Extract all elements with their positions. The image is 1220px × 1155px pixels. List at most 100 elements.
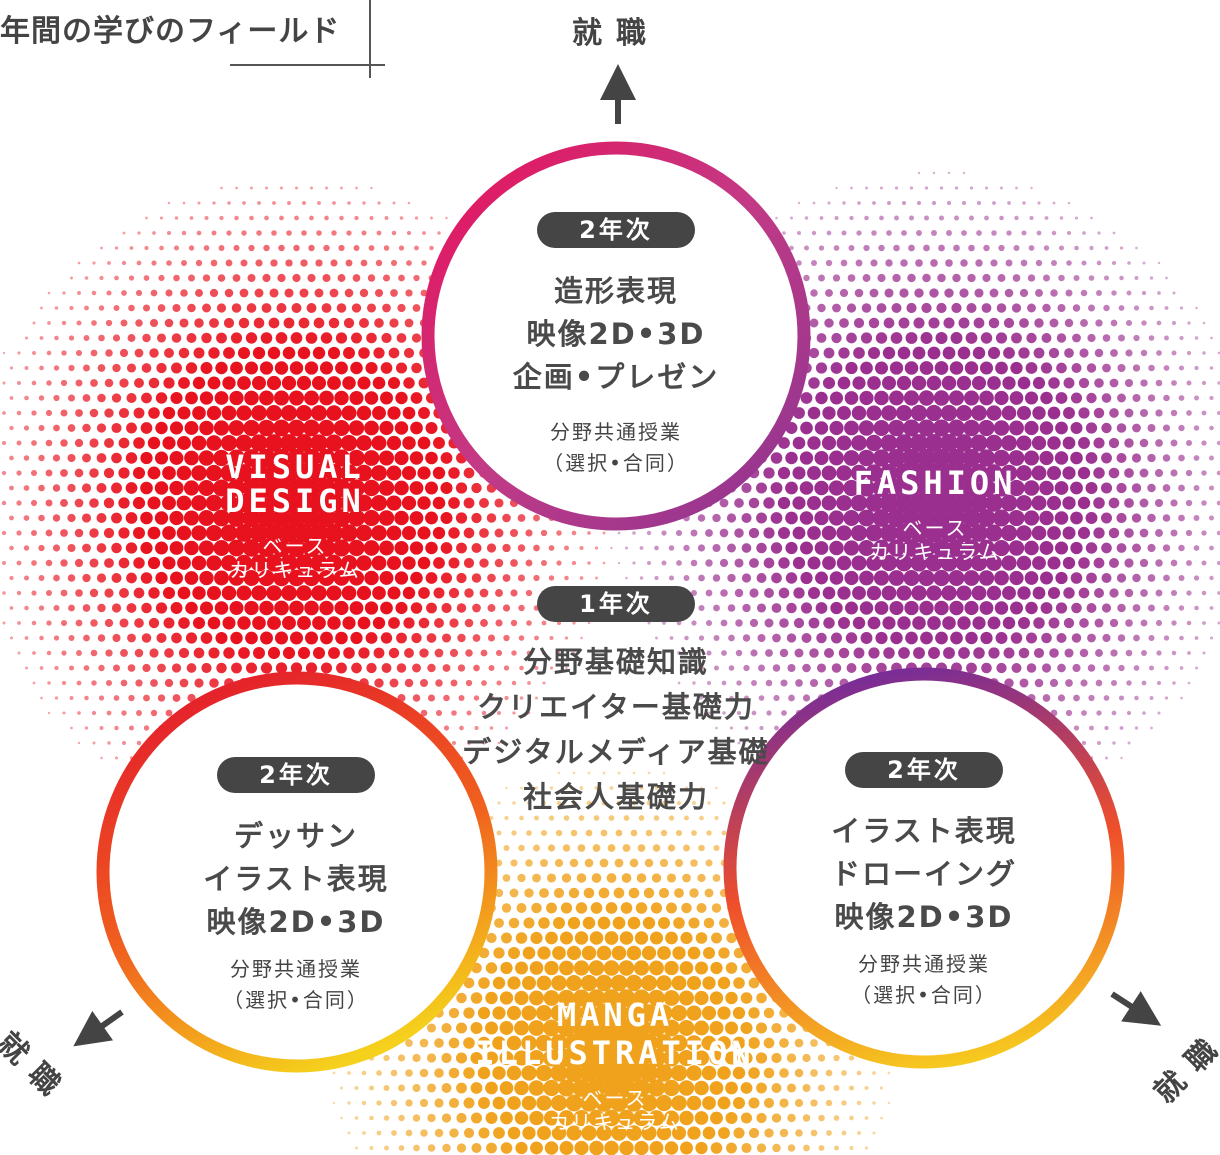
halftone-dot [68,335,75,341]
halftone-dot [440,452,453,464]
halftone-dot [98,305,105,311]
halftone-dot [9,606,14,610]
halftone-dot [136,260,142,266]
halftone-dot [1155,439,1163,447]
halftone-dot [1116,423,1127,433]
halftone-dot [434,648,444,658]
halftone-dot [425,511,438,525]
halftone-dot [1063,617,1075,629]
halftone-dot [441,633,452,643]
halftone-dot [802,694,811,702]
halftone-dot [1094,348,1104,358]
halftone-dot [1065,289,1073,297]
halftone-dot [335,332,348,344]
halftone-dot [573,960,590,976]
halftone-dot [580,974,598,992]
halftone-dot [558,989,575,1007]
halftone-dot [985,434,1003,452]
halftone-dot [89,468,99,478]
halftone-dot [1022,201,1026,205]
halftone-dot [1080,319,1088,327]
halftone-dot [814,480,829,496]
halftone-dot [637,844,646,852]
halftone-dot [943,647,955,659]
halftone-dot [515,961,528,975]
halftone-dot [823,647,835,659]
course-item: デッサン [233,819,358,853]
halftone-dot [311,375,327,391]
halftone-dot [290,332,303,344]
halftone-dot [818,245,825,251]
halftone-dot [1178,424,1185,432]
halftone-dot [639,576,644,580]
halftone-dot [1124,528,1134,538]
halftone-dot [876,662,887,674]
halftone-dot [1037,201,1041,205]
halftone-dot [32,681,36,685]
halftone-dot [426,602,437,614]
halftone-dot [969,493,989,513]
halftone-dot [518,635,525,641]
halftone-dot [250,186,253,190]
halftone-dot [963,419,980,437]
halftone-dot [450,679,458,687]
halftone-dot [395,362,408,374]
halftone-dot [169,451,184,465]
halftone-dot [1179,335,1184,341]
halftone-dot [245,631,258,645]
halftone-dot [1070,572,1083,584]
halftone-dot [372,616,386,630]
halftone-dot [1216,500,1220,506]
halftone-dot [782,231,786,235]
halftone-dot [674,888,684,898]
halftone-dot [721,650,727,656]
halftone-dot [228,570,245,586]
halftone-dot [125,482,138,494]
halftone-dot [508,947,520,959]
halftone-dot [917,478,936,498]
note-line: （選択•合同） [851,983,997,1007]
halftone-dot [557,651,561,655]
halftone-dot [725,962,738,974]
halftone-dot [866,555,882,571]
halftone-dot [928,647,940,659]
halftone-dot [1201,560,1207,566]
halftone-dot [934,600,949,616]
halftone-dot [715,786,718,790]
halftone-dot [409,481,424,495]
halftone-dot [376,230,382,236]
halftone-dot [690,859,698,867]
halftone-dot [970,434,988,452]
halftone-dot [771,603,782,613]
halftone-dot [914,288,924,298]
halftone-dot [355,464,373,482]
halftone-dot [1093,407,1105,419]
halftone-dot [1085,542,1098,554]
halftone-dot [831,663,842,673]
halftone-dot [1032,586,1046,600]
halftone-dot [177,436,191,450]
halftone-dot [433,557,445,569]
halftone-dot [351,332,362,344]
halftone-dot [164,678,174,688]
halftone-dot [1003,317,1015,329]
halftone-dot [1095,319,1103,327]
halftone-dot [526,650,532,656]
halftone-dot [1125,619,1133,627]
halftone-dot [309,463,329,483]
halftone-dot [328,317,340,329]
halftone-dot [1074,216,1079,220]
halftone-dot [712,543,721,553]
halftone-dot [297,646,311,660]
halftone-dot [1094,588,1104,598]
halftone-dot [836,495,852,511]
halftone-dot [1116,512,1127,524]
halftone-dot [548,545,555,551]
halftone-dot [195,259,203,267]
halftone-dot [1087,633,1096,643]
halftone-dot [388,347,400,359]
halftone-dot [530,931,543,945]
halftone-dot [1116,452,1127,464]
halftone-dot [1155,589,1163,597]
halftone-dot [905,631,918,645]
